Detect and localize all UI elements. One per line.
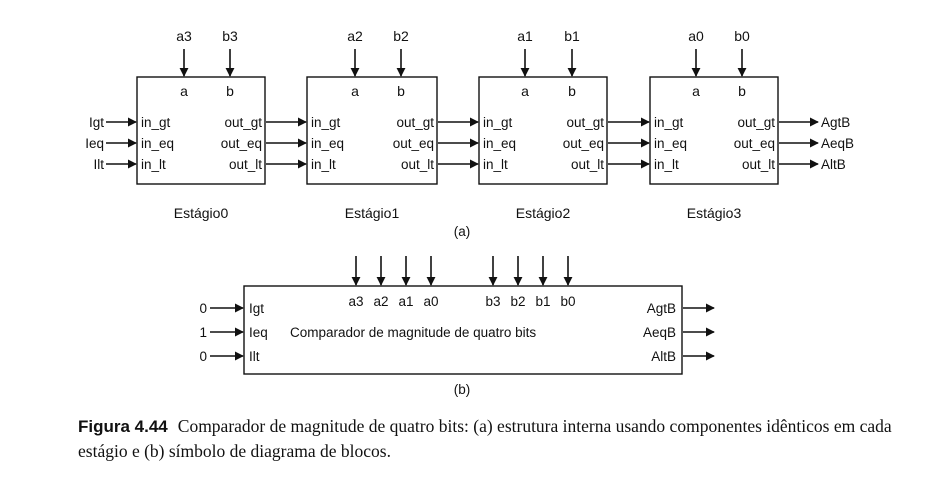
port-out-gt: out_gt	[737, 115, 775, 130]
port-a-label: a	[351, 83, 359, 99]
port-out-gt: out_gt	[566, 115, 604, 130]
port-ieq: Ieq	[249, 325, 268, 340]
port-b1: b1	[535, 294, 550, 309]
port-in-lt: in_lt	[311, 157, 336, 172]
port-in-eq: in_eq	[654, 136, 687, 151]
port-a0: a0	[423, 294, 438, 309]
port-out-eq: out_eq	[563, 136, 604, 151]
stage-top-input-b: b3	[222, 28, 238, 44]
port-a1: a1	[398, 294, 413, 309]
port-a3: a3	[348, 294, 363, 309]
port-a-label: a	[692, 83, 700, 99]
port-in-gt: in_gt	[654, 115, 684, 130]
port-a-label: a	[180, 83, 188, 99]
comparator-box	[243, 285, 683, 375]
port-b0: b0	[560, 294, 575, 309]
input-value-ieq: 1	[199, 325, 207, 340]
port-b-label: b	[738, 83, 746, 99]
port-igt: Igt	[249, 301, 264, 316]
part-b-block-symbol: a3 a2 a1 a0 b3 b2 b1 b0 0 1 0 Igt Ieq Il…	[199, 256, 715, 397]
port-out-gt: out_gt	[224, 115, 262, 130]
input-value-ilt: 0	[199, 349, 207, 364]
comparator-diagram: a3 b3 a b in_gt in_eq in_lt out_gt out_e…	[85, 28, 854, 397]
port-a-label: a	[521, 83, 529, 99]
output-altb: AltB	[821, 157, 846, 172]
stage-box	[306, 76, 438, 185]
left-input-ieq: Ieq	[85, 136, 104, 151]
port-altb: AltB	[651, 349, 676, 364]
stage-name: Estágio0	[174, 205, 229, 221]
port-in-eq: in_eq	[483, 136, 516, 151]
input-value-igt: 0	[199, 301, 207, 316]
figure-label: Figura 4.44	[78, 417, 168, 436]
part-a-structure: a3 b3 a b in_gt in_eq in_lt out_gt out_e…	[85, 28, 854, 239]
stage-top-input-b: b1	[564, 28, 580, 44]
stage-name: Estágio1	[345, 205, 400, 221]
port-in-gt: in_gt	[141, 115, 171, 130]
port-in-lt: in_lt	[141, 157, 166, 172]
stage-box	[136, 76, 266, 185]
port-in-gt: in_gt	[483, 115, 513, 130]
port-a2: a2	[373, 294, 388, 309]
port-in-lt: in_lt	[654, 157, 679, 172]
stage-2-block: a1 b1 a b in_gt in_eq in_lt out_gt out_e…	[478, 28, 608, 221]
stage-3-block: a0 b0 a b in_gt in_eq in_lt out_gt out_e…	[649, 28, 779, 221]
port-out-eq: out_eq	[221, 136, 262, 151]
stage-top-input-b: b0	[734, 28, 750, 44]
port-out-lt: out_lt	[229, 157, 262, 172]
output-agtb: AgtB	[821, 115, 850, 130]
port-out-eq: out_eq	[734, 136, 775, 151]
part-a-label: (a)	[454, 224, 471, 239]
stage-box	[478, 76, 608, 185]
stage-top-input-a: a1	[517, 28, 533, 44]
left-input-ilt: Ilt	[93, 157, 104, 172]
port-b3: b3	[485, 294, 500, 309]
left-input-igt: Igt	[89, 115, 104, 130]
port-in-eq: in_eq	[141, 136, 174, 151]
port-out-eq: out_eq	[393, 136, 434, 151]
port-b-label: b	[226, 83, 234, 99]
stage-box	[649, 76, 779, 185]
caption-text: Comparador de magnitude de quatro bits: …	[78, 416, 892, 461]
stage-1-block: a2 b2 a b in_gt in_eq in_lt out_gt out_e…	[306, 28, 438, 221]
port-out-lt: out_lt	[571, 157, 604, 172]
port-b2: b2	[510, 294, 525, 309]
stage-top-input-a: a2	[347, 28, 363, 44]
port-out-lt: out_lt	[401, 157, 434, 172]
port-out-gt: out_gt	[396, 115, 434, 130]
stage-top-input-b: b2	[393, 28, 409, 44]
comparator-title: Comparador de magnitude de quatro bits	[290, 325, 536, 340]
port-b-label: b	[397, 83, 405, 99]
port-in-lt: in_lt	[483, 157, 508, 172]
port-in-gt: in_gt	[311, 115, 341, 130]
part-b-label: (b)	[454, 382, 471, 397]
port-out-lt: out_lt	[742, 157, 775, 172]
stage-name: Estágio2	[516, 205, 571, 221]
port-b-label: b	[568, 83, 576, 99]
stage-name: Estágio3	[687, 205, 742, 221]
stage-0-block: a3 b3 a b in_gt in_eq in_lt out_gt out_e…	[136, 28, 266, 221]
stage-top-input-a: a0	[688, 28, 704, 44]
output-aeqb: AeqB	[821, 136, 854, 151]
port-agtb: AgtB	[647, 301, 676, 316]
port-aeqb: AeqB	[643, 325, 676, 340]
port-ilt: Ilt	[249, 349, 260, 364]
stage-top-input-a: a3	[176, 28, 192, 44]
port-in-eq: in_eq	[311, 136, 344, 151]
